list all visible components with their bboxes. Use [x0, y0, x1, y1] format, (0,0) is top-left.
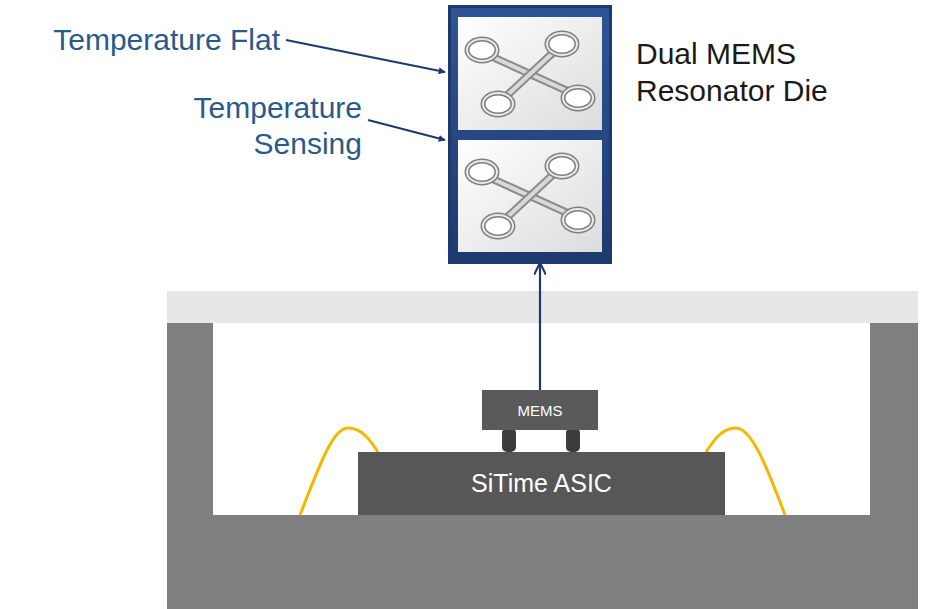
die-frame — [448, 5, 612, 264]
box-label: MEMS — [518, 402, 563, 419]
resonator-panel — [458, 140, 602, 252]
leader-arrow — [368, 120, 445, 140]
package-wall — [167, 323, 213, 515]
mems-die: MEMS — [482, 390, 598, 430]
die-heading: Dual MEMS Resonator Die — [636, 36, 876, 109]
connector-arrow — [539, 264, 541, 390]
solder-bump — [502, 428, 516, 452]
box-label: SiTime ASIC — [471, 469, 612, 498]
package-wall — [870, 323, 918, 515]
resonator-symbol — [467, 33, 593, 115]
solder-bump — [566, 428, 580, 452]
leader-arrow — [286, 40, 445, 72]
asic-die: SiTime ASIC — [358, 452, 725, 515]
resonator-panel — [458, 17, 602, 130]
callout-label: Temperature Flat — [18, 22, 280, 58]
package-base — [167, 515, 918, 609]
resonator-die-box: Dual MEMS Resonator Die — [448, 5, 612, 264]
callout-label: Temperature Sensing — [87, 90, 362, 162]
package-lid — [167, 291, 918, 323]
resonator-symbol — [467, 155, 593, 237]
